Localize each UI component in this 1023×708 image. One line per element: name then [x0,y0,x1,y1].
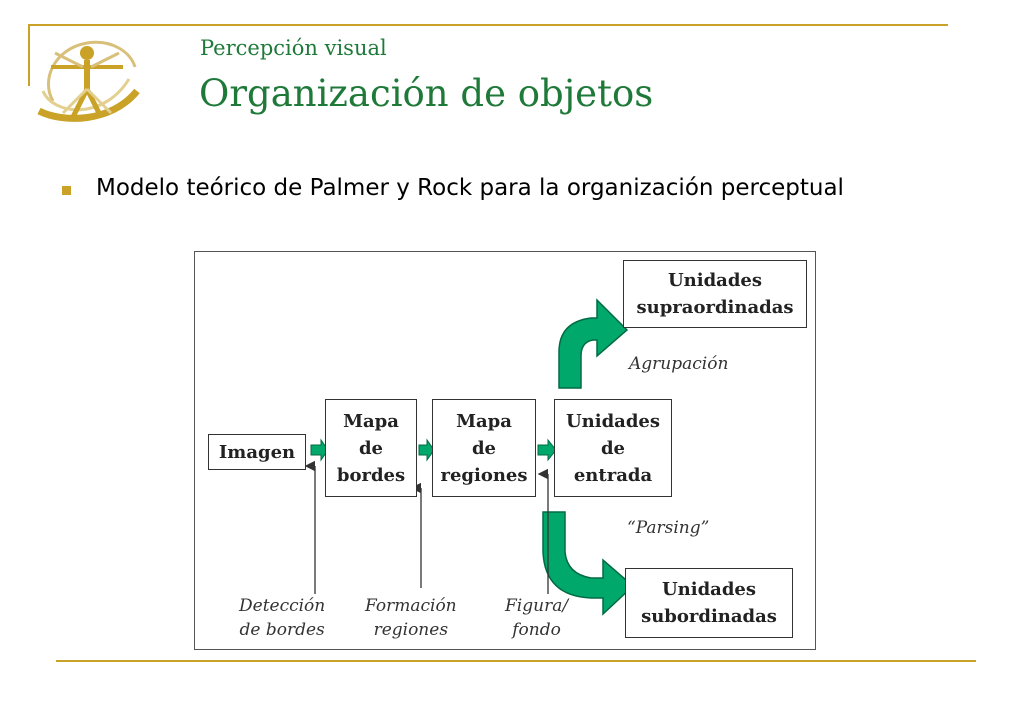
label-agrupacion: Agrupación [629,354,729,374]
box-mapa-regiones: Mapa de regiones [432,399,536,497]
box-unidades-entrada: Unidades de entrada [554,399,672,497]
vitruvian-logo-icon [33,31,141,127]
palmer-rock-diagram: Imagen Mapa de bordes Mapa de regiones U… [194,251,816,650]
arrow-regiones-to-entrada [537,438,557,462]
footer-rule [56,660,976,662]
diagram-connectors [304,298,635,616]
arrow-bordes-to-regiones [418,438,435,462]
label-figura-fondo: Figura/ fondo [505,596,569,640]
slide-title: Organización de objetos [199,72,654,115]
box-mapa-bordes: Mapa de bordes [325,399,417,497]
arrow-parsing [542,511,635,616]
bullet-marker [62,186,71,195]
label-deteccion: Detección de bordes [239,596,326,640]
bullet-text: Modelo teórico de Palmer y Rock para la … [96,175,844,201]
arrow-agrupacion [558,298,629,389]
header-rule-left [28,24,30,86]
header-rule-top [28,24,948,26]
box-imagen: Imagen [208,434,306,470]
label-parsing: “Parsing” [627,518,710,538]
arrow-imagen-to-bordes [310,438,329,462]
box-unidades-supraordinadas: Unidades supraordinadas [623,260,807,328]
box-unidades-subordinadas: Unidades subordinadas [625,568,793,638]
slide-subtitle: Percepción visual [200,36,387,60]
label-formacion: Formación regiones [365,596,457,640]
